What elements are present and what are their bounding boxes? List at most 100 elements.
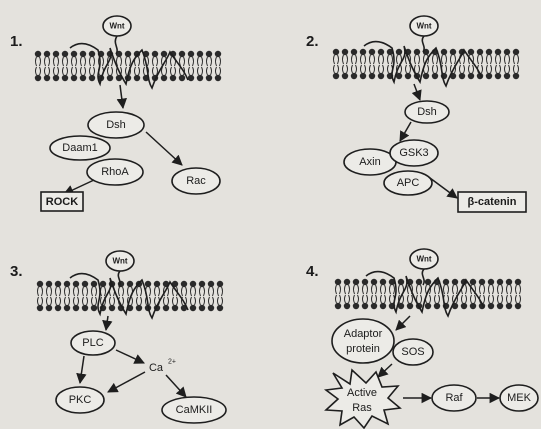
lipid-head	[485, 48, 493, 56]
panel-1: 1. Wnt Dsh Daam1 RhoA Rac	[10, 15, 222, 212]
lipid-tail	[35, 66, 41, 76]
node-dsh: Dsh	[404, 100, 450, 124]
lipid-tail	[443, 284, 449, 295]
lipid-head	[34, 74, 42, 82]
lipid-tail	[118, 286, 124, 297]
lipid-tail	[199, 296, 205, 306]
lipid-tail	[215, 56, 221, 67]
lipid-tail	[46, 296, 52, 306]
lipid-head	[370, 278, 378, 286]
lipid-tail	[161, 66, 167, 76]
node-gsk3: GSK3	[389, 139, 439, 167]
lipid-head	[494, 48, 502, 56]
lipid-tail	[486, 64, 492, 74]
lipid-tail	[488, 294, 494, 304]
lipid-head	[79, 74, 87, 82]
lipid-tail	[515, 284, 521, 295]
lipid-tail	[495, 54, 501, 65]
lipid-tail	[206, 66, 212, 76]
lipid-head	[34, 50, 42, 58]
lipid-tail	[333, 64, 339, 74]
lipid-tail	[37, 286, 43, 297]
lipid-head	[485, 72, 493, 80]
lipid-head	[189, 280, 197, 288]
lipid-tail	[432, 54, 438, 65]
lipid-tail	[504, 54, 510, 65]
lipid-tail	[62, 56, 68, 67]
lipid-head	[361, 302, 369, 310]
lipid-head	[99, 280, 107, 288]
arrow-receptor-to-dsh	[116, 84, 127, 110]
lipid-tail	[342, 64, 348, 74]
svg-text:GSK3: GSK3	[399, 147, 428, 159]
lipid-head	[487, 302, 495, 310]
lipid-head	[377, 72, 385, 80]
svg-text:PKC: PKC	[69, 394, 92, 406]
lipid-tail	[362, 284, 368, 295]
node-plc: PLC	[70, 330, 116, 356]
lipid-tail	[199, 286, 205, 297]
lipid-head	[388, 278, 396, 286]
lipid-tail	[405, 64, 411, 74]
node-beta-catenin: β-catenin	[457, 191, 527, 213]
lipid-head	[63, 304, 71, 312]
lipid-head	[171, 304, 179, 312]
node-calcium: Ca 2+	[149, 359, 176, 375]
lipid-head	[505, 278, 513, 286]
lipid-tail	[73, 286, 79, 297]
frizzled-receptor	[363, 40, 483, 88]
lipid-head	[169, 50, 177, 58]
lipid-head	[180, 280, 188, 288]
node-rac: Rac	[171, 167, 221, 195]
lipid-tail	[116, 56, 122, 67]
lipid-head	[108, 304, 116, 312]
node-daam1: Daam1	[49, 135, 111, 161]
lipid-tail	[425, 284, 431, 295]
lipid-head	[379, 278, 387, 286]
lipid-tail	[208, 296, 214, 306]
lipid-tail	[179, 56, 185, 67]
lipid-head	[88, 74, 96, 82]
lipid-tail	[136, 286, 142, 297]
lipid-head	[352, 302, 360, 310]
node-rhoa: RhoA	[86, 158, 144, 186]
lipid-tail	[55, 286, 61, 297]
svg-text:ROCK: ROCK	[46, 196, 78, 208]
wnt-ligand: Wnt	[102, 15, 132, 55]
lipid-head	[341, 48, 349, 56]
lipid-head	[126, 280, 134, 288]
panel-number: 4.	[306, 263, 319, 280]
arrow-dsh-to-rac	[145, 131, 183, 166]
wnt-ligand: Wnt	[409, 15, 439, 53]
lipid-head	[467, 48, 475, 56]
svg-text:Ras: Ras	[352, 402, 372, 414]
lipid-tail	[206, 56, 212, 67]
lipid-tail	[360, 54, 366, 65]
lipid-tail	[35, 56, 41, 67]
lipid-tail	[497, 284, 503, 295]
lipid-head	[72, 304, 80, 312]
lipid-tail	[64, 296, 70, 306]
lipid-tail	[136, 296, 142, 306]
arrow-ca-to-camkii	[165, 374, 187, 398]
lipid-tail	[513, 54, 519, 65]
lipid-tail	[353, 284, 359, 295]
lipid-tail	[353, 294, 359, 304]
lipid-head	[424, 278, 432, 286]
lipid-tail	[190, 286, 196, 297]
lipid-head	[386, 48, 394, 56]
lipid-tail	[470, 294, 476, 304]
lipid-head	[52, 50, 60, 58]
lipid-tail	[416, 284, 422, 295]
lipid-head	[70, 50, 78, 58]
lipid-tail	[513, 64, 519, 74]
lipid-tail	[506, 284, 512, 295]
lipid-head	[187, 50, 195, 58]
lipid-head	[214, 74, 222, 82]
wnt-label: Wnt	[109, 22, 124, 31]
lipid-head	[169, 74, 177, 82]
lipid-head	[343, 278, 351, 286]
lipid-head	[467, 72, 475, 80]
lipid-tail	[452, 284, 458, 295]
svg-text:β-catenin: β-catenin	[468, 196, 517, 208]
